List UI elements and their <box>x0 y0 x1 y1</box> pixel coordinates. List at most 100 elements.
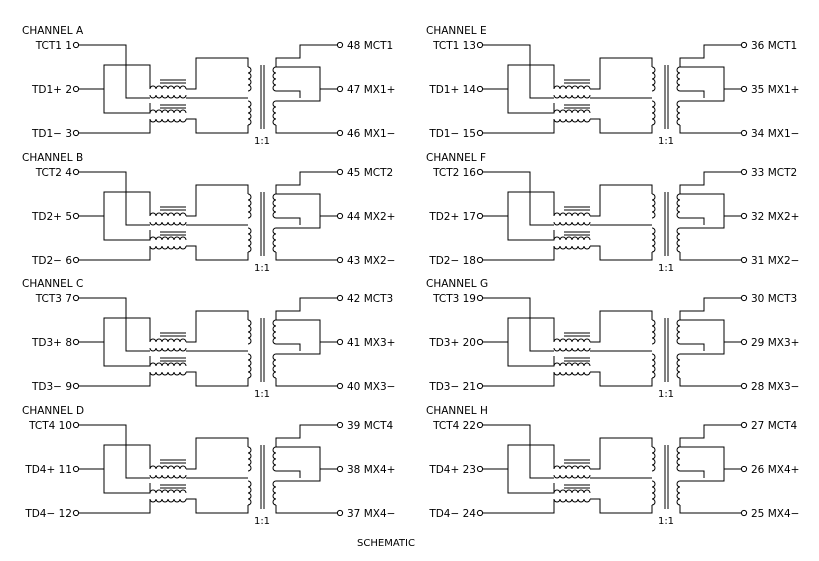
wire <box>103 216 151 241</box>
left-pin-label: TCT3 19 <box>432 293 476 305</box>
left-pin-label: TCT2 16 <box>432 167 476 179</box>
right-pin-label: 43 MX2− <box>347 255 395 267</box>
pin-terminal <box>72 465 80 473</box>
right-pin-label: 36 MCT1 <box>751 40 797 52</box>
choke-coil <box>149 371 187 376</box>
wire <box>79 317 151 343</box>
wire <box>680 319 725 342</box>
left-pin-label: TD2− 18 <box>428 255 476 267</box>
left-pin-label: TD3− 9 <box>31 381 72 393</box>
pin-terminal <box>72 421 80 429</box>
wire <box>483 372 555 387</box>
pin-terminal <box>72 212 80 220</box>
wire <box>276 217 301 225</box>
right-pin-label: 44 MX2+ <box>347 211 395 223</box>
choke-coil <box>149 347 187 352</box>
wire <box>79 246 151 261</box>
choke-coil <box>553 489 591 494</box>
wire <box>276 468 337 482</box>
pin-terminal <box>476 382 484 390</box>
wire <box>186 310 249 343</box>
choke-coil <box>553 221 591 226</box>
inductor-coil <box>651 66 656 92</box>
wire <box>590 310 653 343</box>
wire <box>275 252 337 261</box>
right-pin-label: 30 MCT3 <box>751 293 797 305</box>
pin-terminal <box>336 85 344 93</box>
left-pin-label: TCT4 22 <box>432 420 476 432</box>
ratio-label: 1:1 <box>658 516 674 527</box>
wire <box>275 505 337 514</box>
left-pin-label: TD3+ 20 <box>428 337 476 349</box>
inductor-coil <box>676 227 681 253</box>
inductor-coil <box>676 193 681 219</box>
wire <box>186 57 249 90</box>
choke-coil <box>553 236 591 241</box>
wire <box>590 118 653 134</box>
left-pin-label: TCT1 1 <box>35 40 72 52</box>
right-pin-label: 29 MX3+ <box>751 337 799 349</box>
inductor-coil <box>676 446 681 472</box>
pin-terminal <box>740 212 748 220</box>
pin-terminal <box>336 212 344 220</box>
left-pin-label: TD4+ 11 <box>24 464 72 476</box>
pin-terminal <box>476 256 484 264</box>
wire <box>483 119 555 134</box>
ratio-label: 1:1 <box>658 389 674 400</box>
right-pin-label: 27 MCT4 <box>751 420 798 432</box>
channel-title: CHANNEL H <box>426 405 488 417</box>
ratio-label: 1:1 <box>254 136 270 147</box>
choke-coil <box>553 118 591 123</box>
choke-coil <box>149 212 187 217</box>
pin-terminal <box>740 168 748 176</box>
wire <box>680 446 725 469</box>
wire <box>79 499 151 514</box>
right-pin-label: 46 MX1− <box>347 128 395 140</box>
wire <box>590 437 653 470</box>
choke-coil <box>149 85 187 90</box>
right-pin-label: 32 MX2+ <box>751 211 799 223</box>
left-pin-label: TD4− 12 <box>24 508 72 520</box>
right-pin-label: 39 MCT4 <box>347 420 394 432</box>
wire <box>103 469 151 494</box>
wire <box>276 446 321 469</box>
left-pin-label: TD2− 6 <box>31 255 72 267</box>
wire <box>276 343 301 351</box>
inductor-coil <box>247 353 252 379</box>
pin-terminal <box>476 85 484 93</box>
ratio-label: 1:1 <box>254 263 270 274</box>
wire <box>276 90 301 98</box>
wire <box>103 89 151 114</box>
wire <box>590 245 653 261</box>
choke-coil <box>149 338 187 343</box>
wire <box>680 66 725 89</box>
wire <box>483 317 555 343</box>
schematic-caption: SCHEMATIC <box>357 538 415 549</box>
wire <box>276 470 301 478</box>
inductor-coil <box>272 353 277 379</box>
wire <box>79 171 150 226</box>
wire <box>679 378 741 387</box>
wire <box>483 297 554 352</box>
channel-title: CHANNEL B <box>22 152 83 164</box>
wire <box>483 191 555 217</box>
channel-title: CHANNEL E <box>426 25 487 37</box>
right-pin-label: 26 MX4+ <box>751 464 799 476</box>
wire <box>680 343 705 351</box>
wire <box>483 64 555 90</box>
pin-terminal <box>336 168 344 176</box>
pin-terminal <box>476 294 484 302</box>
inductor-coil <box>676 480 681 506</box>
left-pin-label: TCT4 10 <box>28 420 72 432</box>
wire <box>507 89 555 114</box>
wire <box>276 66 321 89</box>
pin-terminal <box>336 465 344 473</box>
pin-terminal <box>336 129 344 137</box>
left-pin-label: TCT2 4 <box>35 167 73 179</box>
pin-terminal <box>72 129 80 137</box>
pin-terminal <box>740 382 748 390</box>
inductor-coil <box>247 319 252 345</box>
